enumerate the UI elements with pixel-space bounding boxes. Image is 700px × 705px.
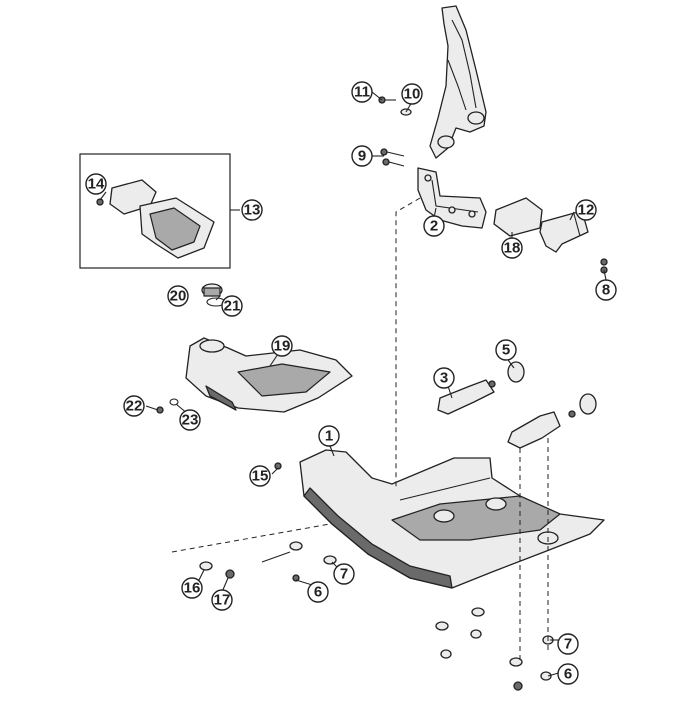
callout-label: 12 <box>578 202 595 219</box>
callout-label: 5 <box>502 342 510 359</box>
callout-9: 9 <box>351 145 373 167</box>
callout-17: 17 <box>211 589 233 611</box>
leader-lines <box>99 91 607 677</box>
callout-label: 7 <box>564 636 572 653</box>
callout-5: 5 <box>495 339 517 361</box>
spacers-and-mounts <box>437 361 597 449</box>
callout-23: 23 <box>179 409 201 431</box>
callout-label: 8 <box>602 282 610 299</box>
callout-21: 21 <box>221 295 243 317</box>
frame-mount-arm <box>429 5 487 159</box>
callout-label: 11 <box>354 84 370 101</box>
callout-2: 2 <box>423 215 445 237</box>
callout-label: 17 <box>214 592 231 609</box>
callout-label: 23 <box>182 412 199 429</box>
callout-label: 6 <box>314 584 322 601</box>
callout-label: 22 <box>126 398 143 415</box>
callout-10: 10 <box>401 83 423 105</box>
callout-3: 3 <box>433 367 455 389</box>
bolts-9-10-11 <box>378 96 608 274</box>
callout-13: 13 <box>241 199 263 221</box>
callout-label: 1 <box>325 428 333 445</box>
callout-7-left: 7 <box>333 563 355 585</box>
callout-label: 6 <box>564 666 572 683</box>
callout-8: 8 <box>595 279 617 301</box>
callout-18: 18 <box>501 237 523 259</box>
callout-label: 7 <box>340 566 348 583</box>
assembly-lines <box>171 197 549 660</box>
callout-22: 22 <box>123 395 145 417</box>
callout-label: 20 <box>170 288 187 305</box>
callout-20: 20 <box>167 285 189 307</box>
callout-label: 3 <box>440 370 448 387</box>
callout-label: 10 <box>404 86 421 103</box>
callout-label: 14 <box>88 176 105 193</box>
filler-cap <box>201 283 226 307</box>
callout-15: 15 <box>249 465 271 487</box>
bottom-hardware <box>199 462 554 691</box>
callout-11: 11 <box>351 81 373 103</box>
rubber-plate <box>493 197 543 237</box>
callout-14: 14 <box>85 173 107 195</box>
callout-6-right: 6 <box>557 663 579 685</box>
callout-label: 21 <box>224 298 241 315</box>
callout-label: 9 <box>358 148 366 165</box>
callout-label: 2 <box>430 218 438 235</box>
callout-19: 19 <box>271 335 293 357</box>
callout-7-right: 7 <box>557 633 579 655</box>
skid-plate <box>299 449 605 589</box>
callout-16: 16 <box>181 577 203 599</box>
callout-12: 12 <box>575 199 597 221</box>
callout-6-left: 6 <box>307 581 329 603</box>
callout-1: 1 <box>318 425 340 447</box>
callout-label: 18 <box>504 240 521 257</box>
callout-label: 16 <box>184 580 201 597</box>
callout-label: 15 <box>252 468 269 485</box>
kit-13-box <box>79 153 231 269</box>
callout-label: 13 <box>244 202 261 219</box>
callout-label: 19 <box>274 338 291 355</box>
guard-tank <box>156 337 353 414</box>
